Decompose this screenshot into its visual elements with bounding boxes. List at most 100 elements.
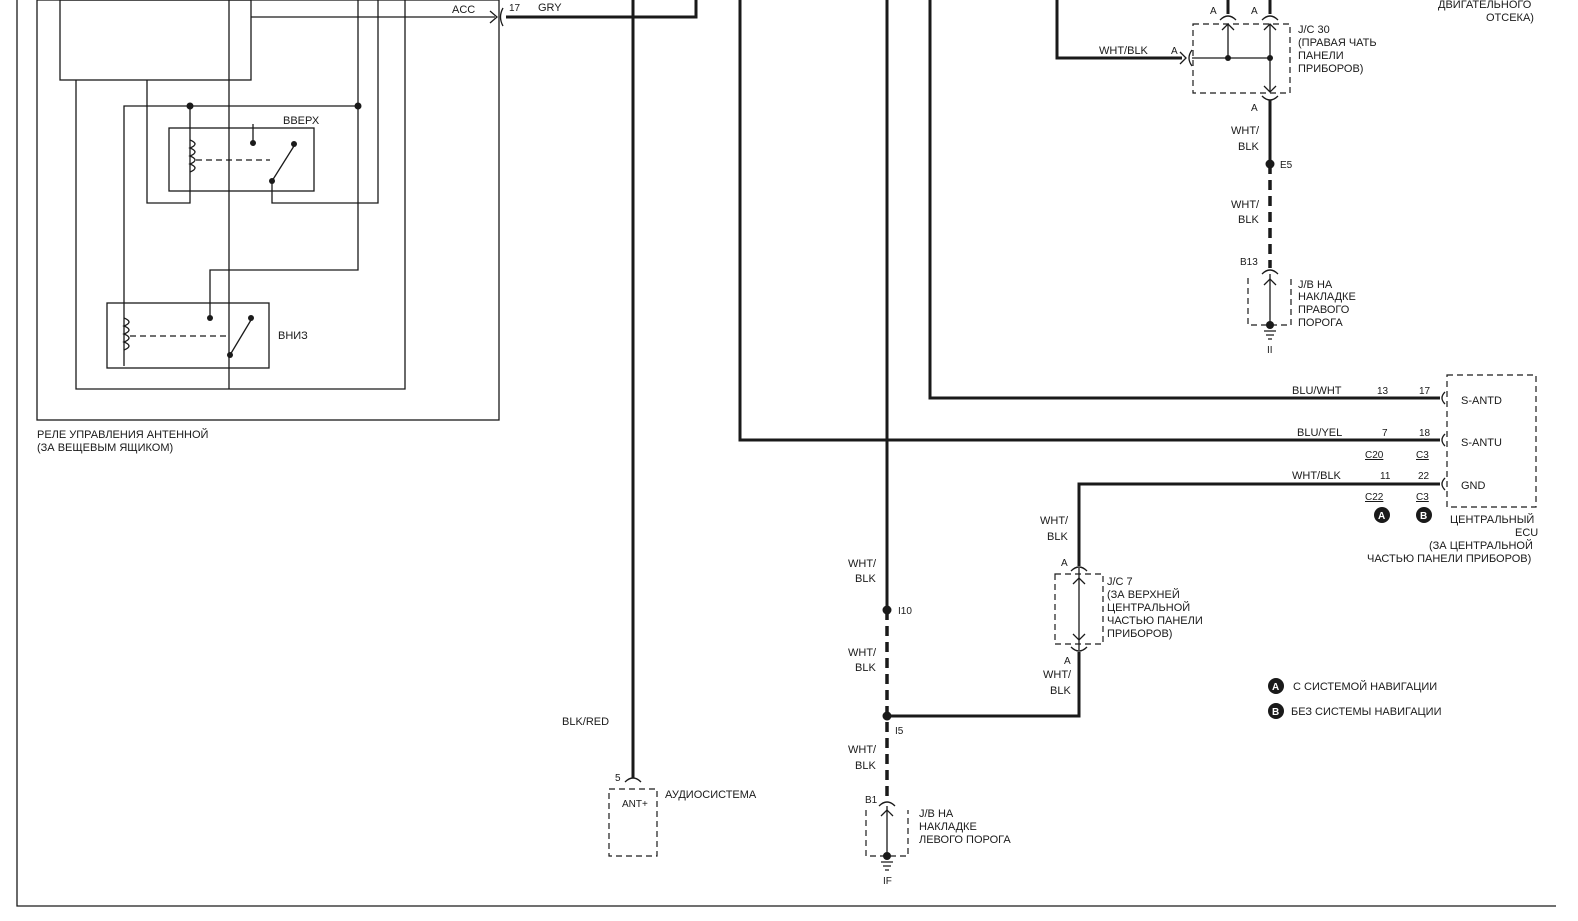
splice-i5: I5: [895, 726, 904, 737]
jc7-label-2: (ЗА ВЕРХНЕЙ: [1107, 588, 1180, 601]
audio-pin: 5: [615, 773, 621, 784]
lg-wire2-bot: BLK: [855, 662, 876, 674]
pin-17: 17: [509, 3, 521, 14]
down-label: ВНИЗ: [278, 330, 308, 342]
tr-wire-a-top: WHT/: [1231, 125, 1260, 137]
badge-a-text: A: [1378, 511, 1385, 522]
ecu-row2-pin-b: 18: [1419, 428, 1431, 439]
jc7-pin-a-bot: A: [1064, 656, 1071, 667]
audio-system: BLK/RED 5 ANT+ АУДИОСИСТЕМА: [562, 0, 757, 857]
jc30-label-2: (ПРАВАЯ ЧАТЬ: [1298, 37, 1377, 49]
tr-header-2: ОТСЕКА): [1486, 12, 1534, 24]
jc7-wire-bot-2: BLK: [1050, 685, 1071, 697]
audio-connector: [608, 788, 658, 857]
jb-right-label-2: НАКЛАДКЕ: [1298, 291, 1356, 303]
tr-header-1: ДВИГАТЕЛЬНОГО: [1438, 0, 1532, 11]
lg-wire2-top: WHT/: [848, 647, 877, 659]
ecu-conn-c3-2: C3: [1416, 492, 1429, 503]
jb-right-label-3: ПРАВОГО: [1298, 304, 1350, 316]
tr-wire-b-top: WHT/: [1231, 199, 1260, 211]
badge-b-icon: [1416, 507, 1432, 523]
legend-a-text: С СИСТЕМОЙ НАВИГАЦИИ: [1293, 680, 1437, 693]
jc30-label-1: J/C 30: [1298, 24, 1330, 36]
jc7-wire-top-2: BLK: [1047, 531, 1068, 543]
down-relay-box: [106, 302, 270, 369]
jc7-junction: WHT/ BLK A A WHT/ BLK J/C 7 (ЗА ВЕРХНЕЙ …: [1040, 482, 1440, 697]
splice-e5: E5: [1280, 160, 1293, 171]
central-ecu: BLU/WHT 13 17 S-ANTD BLU/YEL 7 18 S-ANTU…: [1292, 374, 1538, 565]
wire-blu-wht: [928, 0, 1440, 400]
jb-right-label-4: ПОРОГА: [1298, 317, 1343, 329]
up-relay-box: [168, 127, 315, 192]
wire-blu-yel: [738, 0, 1440, 442]
pin-b1: B1: [865, 795, 878, 806]
audio-wire-label: BLK/RED: [562, 716, 609, 728]
ecu-label-4: ЧАСТЬЮ ПАНЕЛИ ПРИБОРОВ): [1367, 553, 1531, 565]
ecu-row1-pin-a: 13: [1377, 386, 1389, 397]
ecu-row3-pin-a: 11: [1380, 471, 1391, 482]
legend-b-badge: B: [1272, 707, 1279, 718]
lg-label-2: НАКЛАДКЕ: [919, 821, 977, 833]
lg-wire3-bot: BLK: [855, 760, 876, 772]
ecu-row3-pin-b: 22: [1418, 471, 1430, 482]
wire-gry: GRY: [538, 2, 562, 14]
tr-pin-a-bottom: A: [1251, 103, 1258, 114]
ecu-row1-wire: BLU/WHT: [1292, 385, 1342, 397]
ground-if: IF: [883, 876, 892, 887]
audio-terminal: ANT+: [622, 799, 648, 810]
lg-wire1-bot: BLK: [855, 573, 876, 585]
ecu-conn-c22: C22: [1365, 492, 1384, 503]
jc7-pin-a-top: A: [1061, 558, 1068, 569]
tr-pin-a-top1: A: [1210, 6, 1217, 17]
ecu-label-2: ECU: [1515, 527, 1538, 539]
acc-label: ACC: [452, 4, 475, 16]
left-ground-circuit: WHT/ BLK I10 WHT/ BLK I5 WHT/ BLK B1 J/B…: [848, 0, 1081, 887]
jc30-label-4: ПРИБОРОВ): [1298, 63, 1363, 75]
ecu-row3-wire: WHT/BLK: [1292, 470, 1342, 482]
ecu-row1-term: S-ANTD: [1461, 395, 1502, 407]
jc7-wire-top-1: WHT/: [1040, 515, 1069, 527]
ecu-row2-wire: BLU/YEL: [1297, 427, 1342, 439]
ecu-row1-pin-b: 17: [1419, 386, 1431, 397]
ecu-row2-pin-a: 7: [1382, 428, 1388, 439]
splice-i10: I10: [898, 606, 912, 617]
ecu-row3-term: GND: [1461, 480, 1486, 492]
legend-b-text: БЕЗ СИСТЕМЫ НАВИГАЦИИ: [1291, 706, 1442, 718]
ecu-conn-c3-1: C3: [1416, 450, 1429, 461]
legend-a-badge: A: [1272, 682, 1279, 693]
jc30-label-3: ПАНЕЛИ: [1298, 50, 1344, 62]
badge-b-text: B: [1420, 511, 1427, 522]
tr-wire-b-bot: BLK: [1238, 214, 1259, 226]
antenna-relay: ACC 17 GRY ВВЕРХ ВНИЗ РЕЛЕ УПРАВЛЕНИЯ АН…: [36, 0, 698, 454]
audio-label: АУДИОСИСТЕМА: [665, 789, 757, 801]
relay-title-line2: (ЗА ВЕЩЕВЫМ ЯЩИКОМ): [37, 442, 173, 454]
badge-a-icon: [1374, 507, 1390, 523]
legend-a-icon: [1268, 678, 1284, 694]
lg-label-1: J/B НА: [919, 808, 954, 820]
tr-wire-whtblk: WHT/BLK: [1099, 45, 1149, 57]
lg-label-3: ЛЕВОГО ПОРОГА: [919, 834, 1011, 846]
pin-b13: B13: [1240, 257, 1258, 268]
jc7-label-3: ЦЕНТРАЛЬНОЙ: [1107, 601, 1190, 614]
jc7-wire-bot-1: WHT/: [1043, 669, 1072, 681]
lg-wire3-top: WHT/: [848, 744, 877, 756]
ecu-conn-c20: C20: [1365, 450, 1384, 461]
tr-wire-a-bot: BLK: [1238, 141, 1259, 153]
lg-wire1-top: WHT/: [848, 558, 877, 570]
jc7-label-1: J/C 7: [1107, 576, 1133, 588]
up-label: ВВЕРХ: [283, 115, 320, 127]
ecu-connector-box: [1446, 374, 1537, 508]
ecu-row2-term: S-ANTU: [1461, 437, 1502, 449]
relay-inner-block: [59, 0, 252, 81]
relay-title-line1: РЕЛЕ УПРАВЛЕНИЯ АНТЕННОЙ: [37, 428, 208, 441]
jc7-label-5: ПРИБОРОВ): [1107, 628, 1172, 640]
page-frame: [16, 0, 1556, 907]
ground-ii: II: [1267, 345, 1273, 356]
jc30-circuit: ДВИГАТЕЛЬНОГО ОТСЕКА) WHT/BLK A A A A J/…: [1055, 0, 1534, 356]
legend: A С СИСТЕМОЙ НАВИГАЦИИ B БЕЗ СИСТЕМЫ НАВ…: [1268, 678, 1442, 719]
relay-outer-box: [36, 0, 500, 421]
jb-right-label-1: J/B НА: [1298, 279, 1333, 291]
jc7-label-4: ЧАСТЬЮ ПАНЕЛИ: [1107, 615, 1203, 627]
legend-b-icon: [1268, 703, 1284, 719]
